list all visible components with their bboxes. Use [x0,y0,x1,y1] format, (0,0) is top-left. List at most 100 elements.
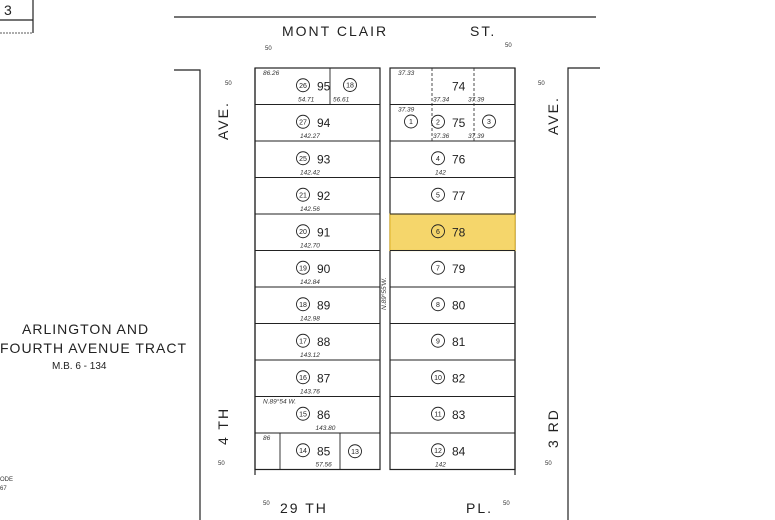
corner-marks: 50 50 50 50 50 50 50 50 [218,43,552,507]
svg-text:50: 50 [218,461,225,467]
parcel-number: 13 [351,449,359,456]
lot-dimension: 142.56 [300,206,320,213]
lot-number: 87 [317,371,331,385]
parcel-number: 19 [299,265,307,272]
lot-number: 92 [317,189,331,203]
street-south-suffix: PL. [466,500,493,516]
parcel-number: 2 [436,119,440,126]
parcel-circle [431,443,445,458]
street-west-suffix: AVE. [215,101,231,140]
lot-dimension: 57.56 [316,462,333,469]
parcel-circle [431,260,445,275]
lot-dimension: 37.34 [433,97,450,104]
parcel-number: 27 [299,119,307,126]
lot-number: 88 [317,335,331,349]
parcel-number: 25 [299,156,307,163]
lot-dimension: 54.71 [298,97,315,104]
parcel-number: 10 [434,375,442,382]
street-north-suffix: ST. [470,23,496,39]
map-code-top: ODE [0,477,13,483]
lot-number: 91 [317,225,331,239]
parcel-number: 4 [436,156,440,163]
parcel-circle [296,443,310,458]
parcel-number: 15 [299,411,307,418]
street-south: 29 TH [280,500,328,516]
lot-dimension: 56.61 [333,97,350,104]
lot-number: 90 [317,262,331,276]
svg-text:50: 50 [545,461,552,467]
parcel-circle [296,114,310,129]
parcel-circle [431,406,445,421]
parcel-circle [296,151,310,166]
tract-line-2: FOURTH AVENUE TRACT [0,340,187,356]
svg-text:50: 50 [538,81,545,87]
parcel-circle [296,78,310,93]
parcel-number: 8 [436,302,440,309]
street-east-suffix: AVE. [545,96,561,135]
lot-number: 86 [317,408,331,422]
lot-86[interactable]: 15 86 N.89°54 W. 143.80 [255,396,380,433]
parcel-circle [343,78,357,92]
lot-number: 75 [452,116,466,130]
lot-number: 93 [317,152,331,166]
parcel-number: 7 [436,265,440,272]
tract-line-3: M.B. 6 - 134 [52,361,107,372]
parcel-circle [482,114,496,129]
parcel-number: 12 [434,448,442,455]
lot-dimension: 142.98 [300,316,320,323]
lot-93[interactable]: 25 93 142.42 [255,140,380,177]
parcel-circle [431,333,445,348]
lot-number: 76 [452,152,466,166]
parcel-number: 17 [299,338,307,345]
parcel-circle [296,297,310,312]
sheet-number-box: 3 [0,0,34,34]
parcel-number: 6 [436,229,440,236]
lot-number: 85 [317,444,331,458]
tract-line-1: ARLINGTON AND [22,321,149,337]
parcel-circle [431,297,445,312]
lot-dimension: N.89°54 W. [263,398,296,406]
lot-dimension: 142.42 [300,170,320,177]
street-west: 4 TH [215,407,231,445]
lot-dimension: 37.39 [468,133,485,140]
parcel-circle [296,370,310,385]
parcel-number: 1 [409,119,413,126]
lot-81[interactable]: 9 81 [390,323,515,349]
lot-dimension: 142.70 [300,243,320,250]
lot-dimension: 142 [435,170,446,177]
parcel-circle [404,114,418,129]
lot-dimension: 143.76 [300,389,320,396]
lot-76[interactable]: 4 76 142 [390,140,515,177]
lot-number: 89 [317,298,331,312]
west-block-outline [254,67,381,471]
alley-bearing: N.89°55'W. [380,277,388,310]
parcel-number: 9 [436,338,440,345]
lot-number: 77 [452,189,466,203]
lot-dimension: 143.80 [316,425,336,432]
lot-dimension: 37.33 [398,70,415,77]
lot-dimension: 142.84 [300,279,320,286]
lot-90[interactable]: 19 90 142.84 [255,250,380,287]
parcel-circle [296,187,310,202]
parcel-circle [431,187,445,202]
lot-number: 81 [452,335,466,349]
